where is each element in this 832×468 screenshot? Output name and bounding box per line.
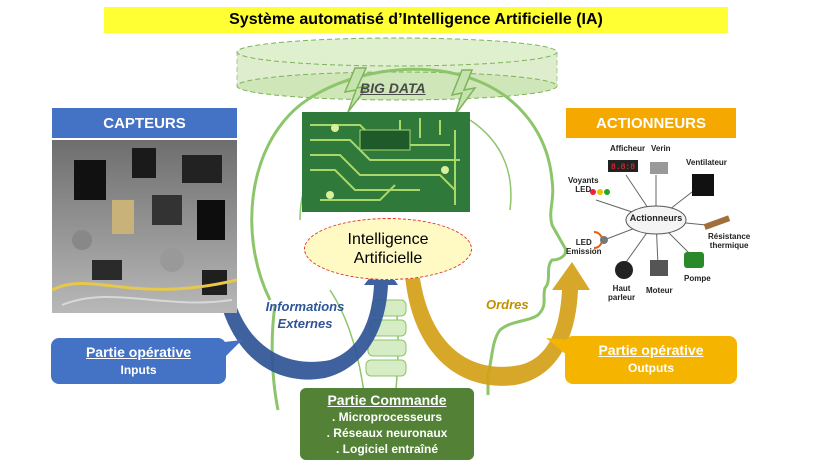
resistance-line2: thermique	[709, 241, 749, 250]
ia-line2: Artificielle	[353, 250, 423, 267]
data-bolts	[343, 67, 477, 116]
pc-item: . Logiciel entraîné	[335, 442, 439, 456]
po-inputs-subtitle: Inputs	[120, 363, 157, 377]
voyants-line2: LED	[575, 185, 592, 194]
voyants-label: Voyants LED	[568, 176, 599, 194]
big-data-cylinder	[236, 37, 558, 101]
po-outputs-subtitle: Outputs	[628, 361, 674, 375]
pc-item: . Réseaux neuronaux	[326, 426, 448, 440]
resistance-line1: Résistance	[708, 232, 751, 241]
ordres-label: Ordres	[486, 297, 529, 312]
pc-item: . Microprocesseurs	[331, 410, 443, 424]
afficheur-label: Afficheur	[610, 144, 646, 153]
circuit-board	[302, 112, 470, 212]
ordres-arrow	[404, 262, 590, 386]
informations-line2: Externes	[277, 316, 333, 331]
page-title: Système automatisé d’Intelligence Artifi…	[104, 7, 728, 33]
hp-line2: parleur	[608, 293, 636, 302]
po-outputs-pointer	[546, 338, 568, 356]
informations-externes-label: Informations Externes	[250, 298, 360, 332]
big-data-label: BIG DATA	[360, 80, 426, 96]
voyants-line1: Voyants	[568, 176, 599, 185]
po-inputs-pointer	[224, 340, 242, 358]
ia-ellipse: Intelligence Artificielle	[304, 218, 472, 280]
informations-line1: Informations	[265, 299, 345, 314]
ia-line1: Intelligence	[347, 231, 429, 248]
po-outputs-title: Partie opérative	[598, 342, 704, 358]
pompe-label: Pompe	[684, 274, 711, 283]
led-line2: Emission	[566, 247, 602, 256]
svg-text:8.8:8: 8.8:8	[611, 163, 635, 172]
actuators-graphics: 8.8:8	[590, 160, 731, 279]
led-emission-label: LED Emission	[566, 238, 602, 256]
sensors-photo	[52, 140, 237, 313]
haut-parleur-label: Haut parleur	[608, 284, 635, 302]
pc-title: Partie Commande	[327, 392, 447, 408]
actuators-diagram: 8.8:8 Actionneurs Afficheur Verin Ventil…	[566, 140, 750, 312]
ventilateur-label: Ventilateur	[686, 158, 727, 167]
partie-commande: Partie Commande . Microprocesseurs . Rés…	[300, 388, 474, 460]
capteurs-header: CAPTEURS	[52, 108, 237, 138]
partie-operative-outputs: Partie opérative Outputs	[565, 336, 737, 384]
partie-operative-inputs: Partie opérative Inputs	[51, 338, 226, 384]
moteur-label: Moteur	[646, 286, 673, 295]
informations-arrow	[214, 262, 398, 380]
actionneurs-header: ACTIONNEURS	[566, 108, 736, 138]
verin-label: Verin	[651, 144, 671, 153]
hp-line1: Haut	[612, 284, 631, 293]
led-line1: LED	[575, 238, 592, 247]
po-inputs-title: Partie opérative	[85, 344, 192, 360]
actuators-center-label: Actionneurs	[629, 213, 683, 223]
resistance-label: Résistance thermique	[708, 232, 750, 250]
